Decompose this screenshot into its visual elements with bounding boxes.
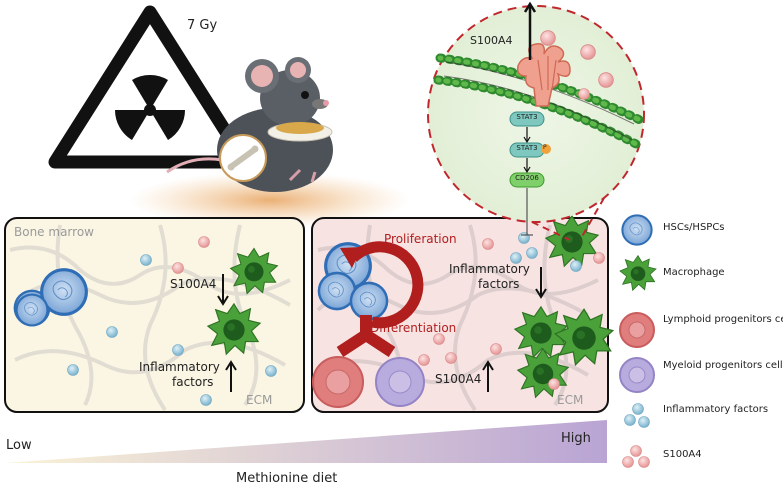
s100a4-molecule (598, 72, 614, 88)
s100a4-molecule (172, 262, 184, 274)
inflammatory-factor (518, 232, 530, 244)
legend-macrophage-label: Macrophage (663, 267, 725, 278)
phosphate-icon (541, 144, 551, 154)
s100a4-molecule (482, 238, 494, 250)
s100a4-molecule (490, 343, 502, 355)
lymphoid-progenitor-cell (312, 356, 364, 408)
legend-s100a4-icon (622, 445, 650, 468)
inflammatory-factor (140, 254, 152, 266)
inflammatory-factor (106, 326, 118, 338)
cd206-label: CD206 (515, 174, 539, 182)
legend-inflammatory-factor-icon (624, 403, 650, 428)
stat3-label: STAT3 (516, 113, 538, 121)
dose-label: 7 Gy (187, 18, 218, 33)
mouse-illustration (166, 57, 333, 192)
left-s100a4-label: S100A4 (170, 277, 217, 291)
radiation-warning-icon (48, 5, 252, 169)
s100a4-molecule (548, 378, 560, 390)
s100a4-molecule (593, 252, 605, 264)
methionine-diet-label: Methionine diet (236, 471, 338, 486)
phospho-stat3-label: STAT3 (516, 144, 538, 152)
right-ecm-label: ECM (557, 393, 584, 407)
inflammatory-factor (526, 247, 538, 259)
legend-lymphoid-icon (619, 312, 655, 348)
gradient-high-label: High (561, 431, 591, 446)
stat3-pill (509, 111, 545, 127)
hsc-cell (15, 293, 49, 327)
methionine-gradient (5, 420, 607, 463)
s100a4-molecule (418, 354, 430, 366)
inset-s100a4-label: S100A4 (470, 34, 513, 47)
legend-hsc-label: HSCs/HSPCs (663, 222, 725, 233)
inflammatory-factor (200, 394, 212, 406)
left-ecm-label: ECM (246, 393, 273, 407)
s100a4-molecule (445, 352, 457, 364)
right-s100a4-label: S100A4 (435, 372, 482, 386)
legend-macrophage-icon (619, 255, 657, 291)
myeloid-progenitor-cell (375, 357, 425, 407)
s100a4-molecule (578, 88, 590, 100)
left-inflammatory-label: Inflammatory (139, 360, 220, 374)
differentiation-label: Differentiation (370, 321, 457, 335)
legend-myeloid-icon (619, 357, 655, 393)
legend-hsc-icon (621, 214, 653, 246)
s100a4-molecule (580, 44, 596, 60)
inflammatory-factor (67, 364, 79, 376)
s100a4-molecule (433, 333, 445, 345)
differentiation-arrow (336, 315, 396, 358)
left-panel-title: Bone marrow (14, 225, 94, 239)
glow-shadow (130, 172, 410, 228)
proliferation-arrow (349, 241, 424, 329)
legend-inflammatory-label: Inflammatory factors (663, 404, 769, 415)
s100a4-molecule (540, 30, 556, 46)
left-factors-label: factors (172, 375, 214, 389)
inflammatory-factor (172, 344, 184, 356)
inflammatory-factor (570, 260, 582, 272)
legend-lymphoid-label: Lymphoid progenitors cell (663, 314, 783, 325)
inflammatory-factor (265, 365, 277, 377)
hsc-cell (349, 281, 389, 321)
cd206-pill (509, 172, 545, 188)
gradient-low-label: Low (6, 438, 32, 453)
right-inflammatory-label: Inflammatory (449, 262, 530, 276)
phospho-label: P (543, 144, 547, 151)
legend-myeloid-label: Myeloid progenitors cell (663, 360, 783, 371)
proliferation-label: Proliferation (384, 232, 457, 246)
right-factors-label: factors (478, 277, 520, 291)
s100a4-molecule (198, 236, 210, 248)
legend-s100a4-label: S100A4 (663, 449, 702, 460)
